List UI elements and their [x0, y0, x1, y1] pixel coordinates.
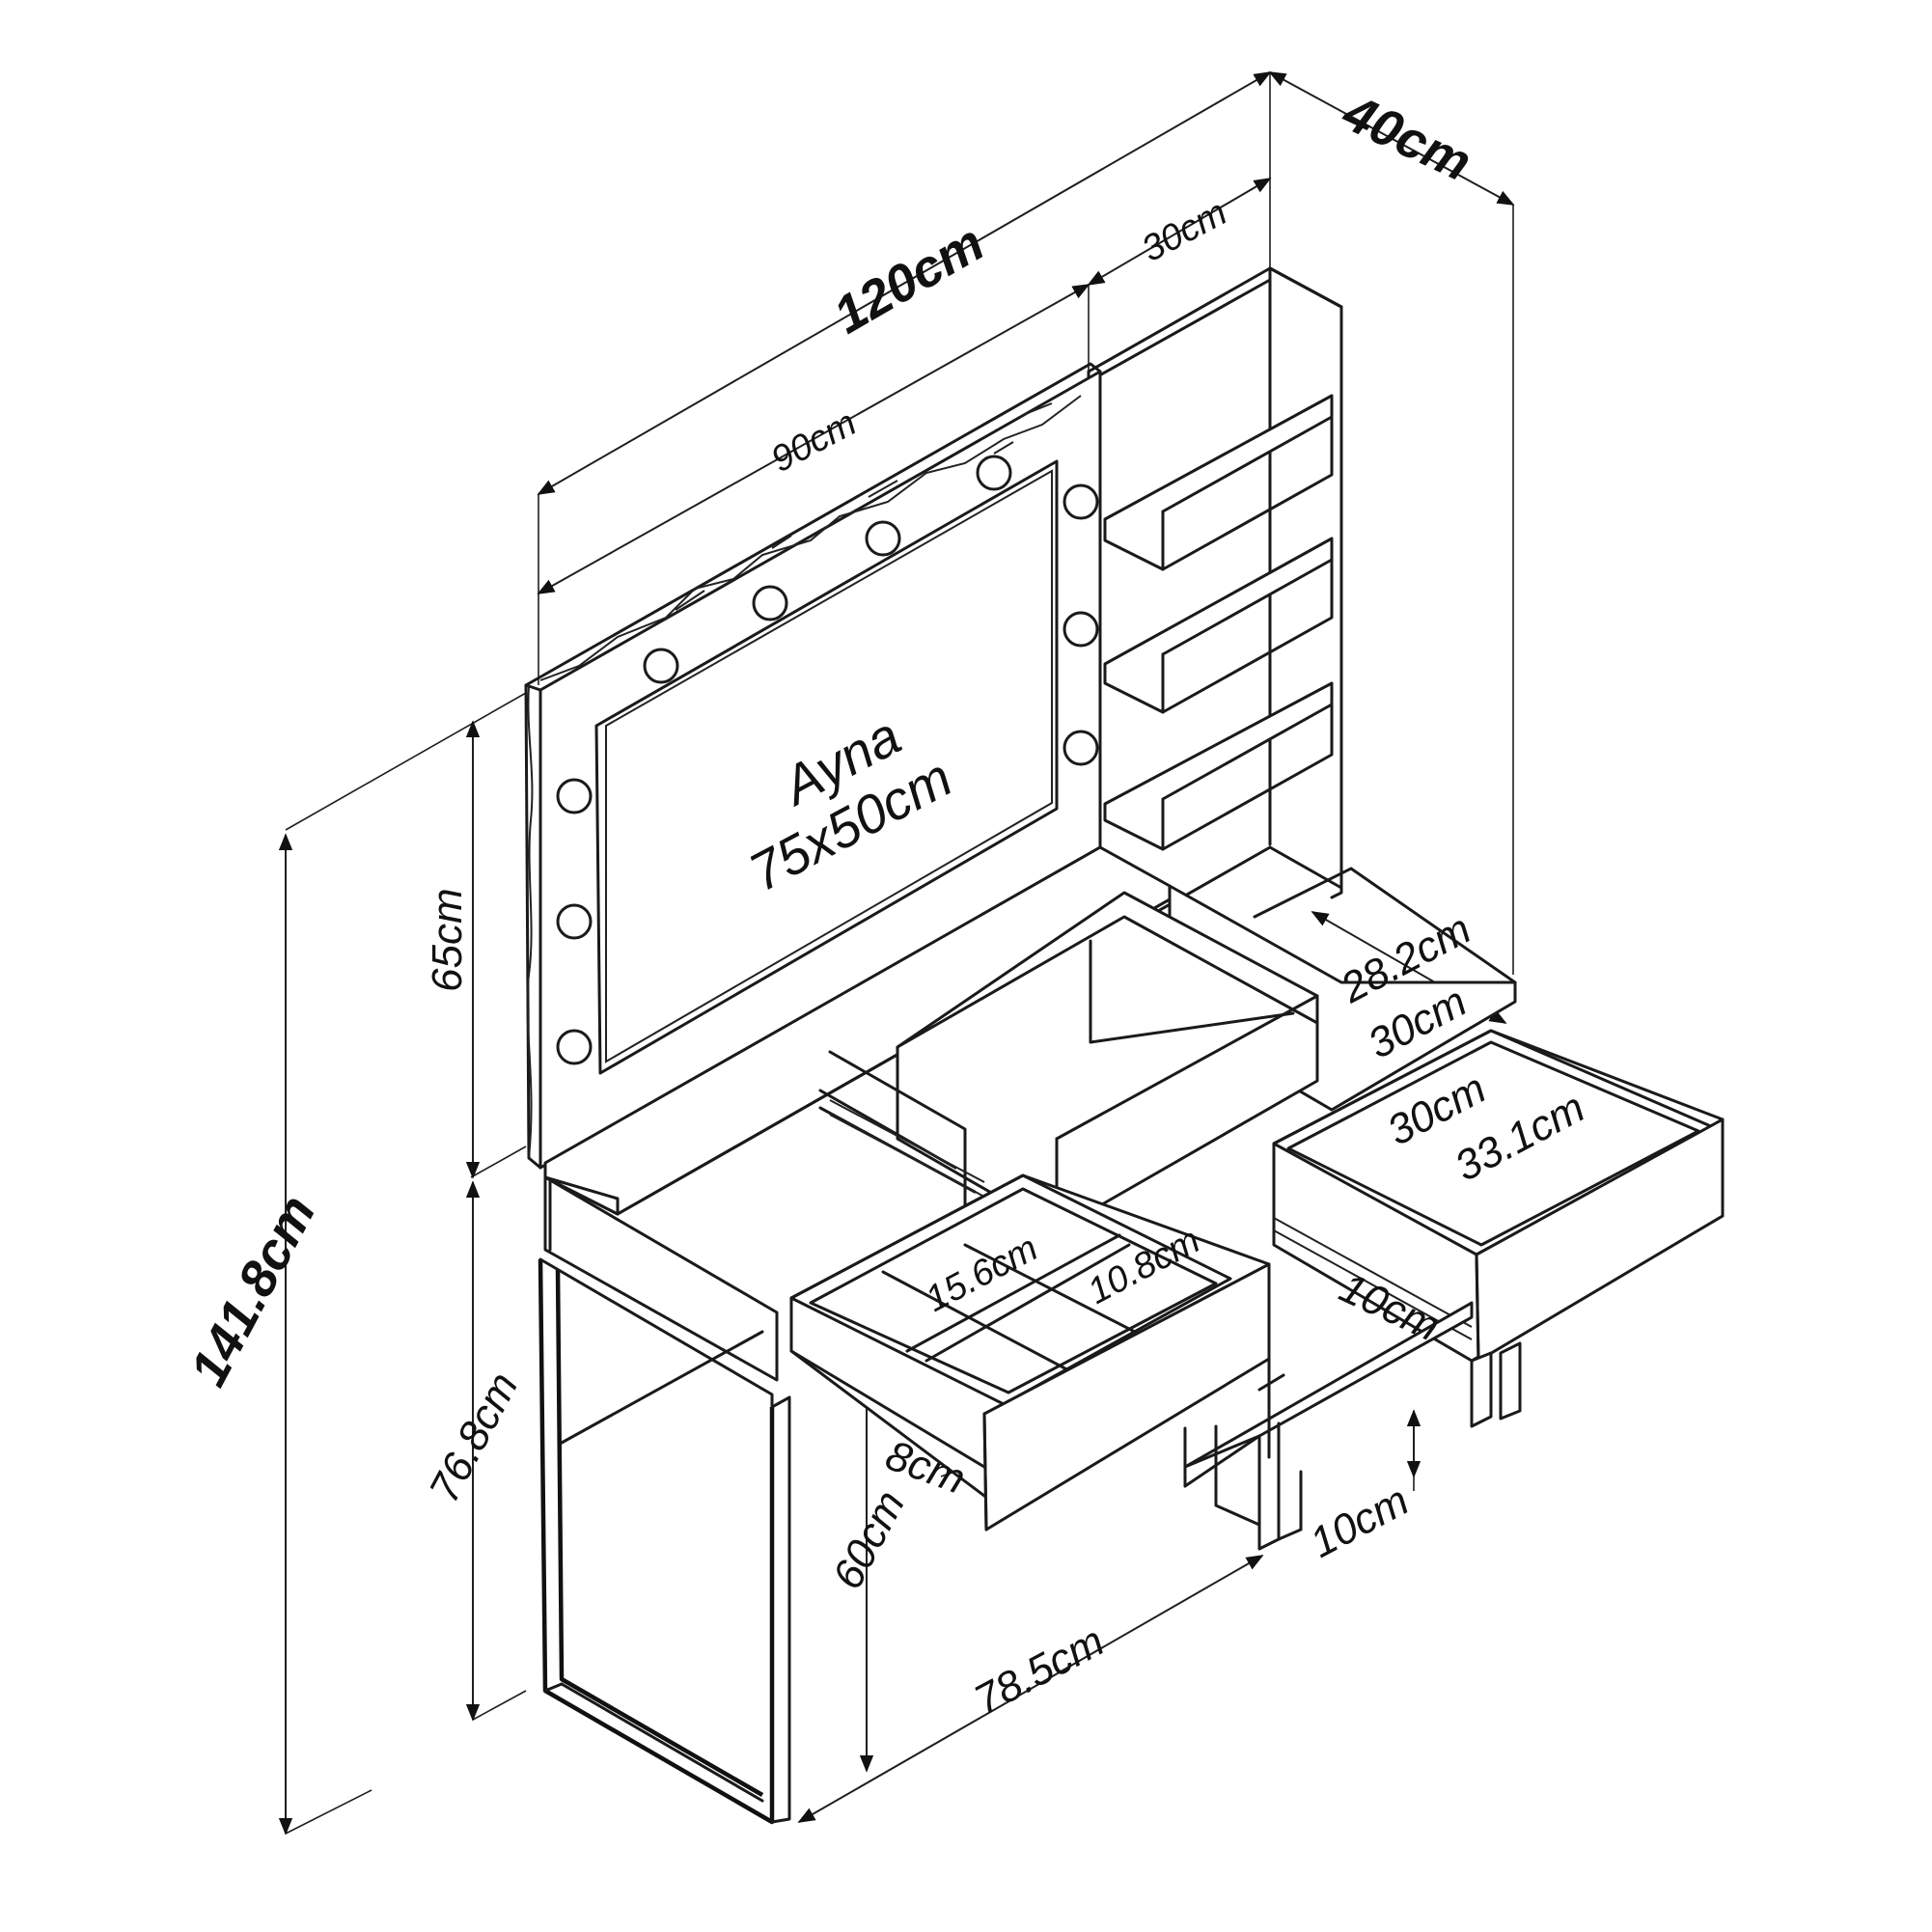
label-width-total: 120cm: [824, 213, 994, 345]
label-shelf-depth: 30cm: [1136, 192, 1234, 270]
label-mirror-width: 90cm: [765, 402, 864, 481]
bulb-icon-group: [556, 455, 1099, 1065]
metal-frame: [538, 1257, 1522, 1825]
bulb-icon: [1063, 730, 1099, 766]
bulb-icon: [865, 520, 901, 557]
mirror-glass: [594, 459, 1059, 1075]
label-leg-height: 60cm: [824, 1483, 915, 1597]
bulb-icon: [556, 1029, 593, 1065]
label-height-total: 141.8cm: [179, 1186, 327, 1394]
label-table-height: 76.8cm: [421, 1365, 528, 1509]
bulb-icon: [752, 585, 788, 621]
desk-body: [543, 845, 1517, 1382]
right-drawer: [1272, 1029, 1725, 1363]
label-depth-total: 40cm: [1334, 83, 1479, 192]
shelf-tower: [1087, 266, 1343, 957]
bulb-icon: [1063, 611, 1099, 648]
bulb-icon: [643, 648, 679, 684]
bulb-icon: [1063, 483, 1099, 520]
bulb-icon: [556, 903, 593, 940]
label-mirror-height: 65cm: [424, 888, 471, 992]
bulb-icon: [556, 778, 593, 814]
label-knee-width: 78.5cm: [967, 1617, 1112, 1725]
label-shelf-height-bottom: 10cm: [1303, 1477, 1417, 1567]
bulb-icon: [976, 455, 1012, 491]
left-drawer: [789, 1173, 1271, 1532]
